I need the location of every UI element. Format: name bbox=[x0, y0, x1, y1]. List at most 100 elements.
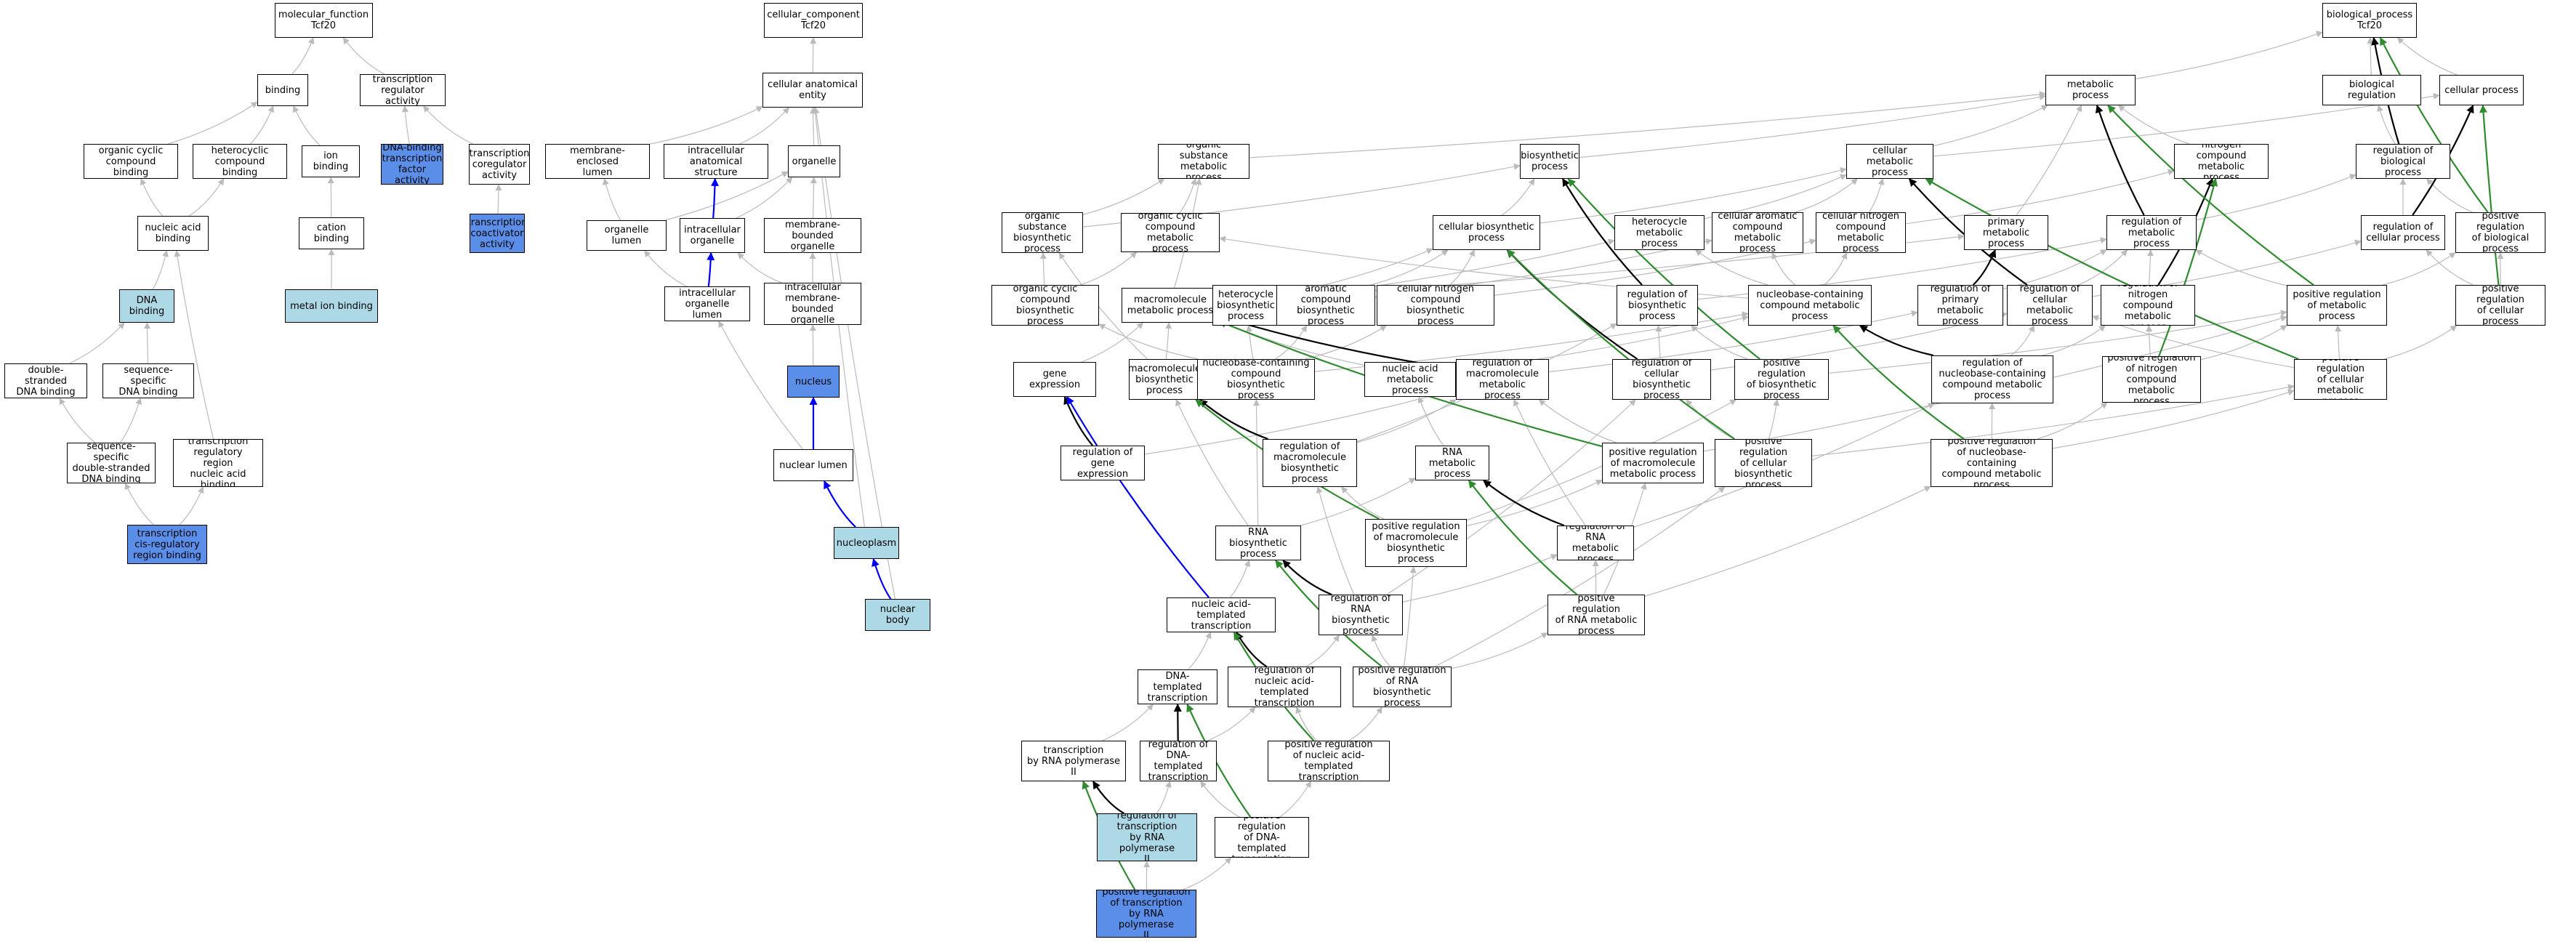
go-term-pos-reg-macro-met[interactable]: positive regulation of macromolecule met… bbox=[1602, 443, 1704, 483]
edge-pos-reg-met-to-reg-met bbox=[2195, 249, 2287, 286]
go-term-pos-reg-cell-met[interactable]: positive regulation of cellular metaboli… bbox=[2294, 359, 2387, 400]
go-term-cell-met[interactable]: cellular metabolic process bbox=[1846, 144, 1933, 179]
go-term-nuc-acid-bind[interactable]: nucleic acid binding bbox=[137, 216, 209, 251]
go-term-bp[interactable]: biological_process Tcf20 bbox=[2322, 3, 2417, 38]
edge-pos-reg-bio-to-reg-bio bbox=[2426, 178, 2473, 213]
go-term-reg-nat[interactable]: regulation of nucleic acid-templated tra… bbox=[1228, 667, 1341, 707]
go-term-macro-met[interactable]: macromolecule metabolic process bbox=[1122, 288, 1219, 323]
go-term-pos-reg-biosyn[interactable]: positive regulation of biosynthetic proc… bbox=[1734, 359, 1829, 400]
go-term-het-bio[interactable]: heterocycle biosynthetic process bbox=[1212, 285, 1279, 326]
go-term-mf[interactable]: molecular_function Tcf20 bbox=[274, 3, 373, 38]
go-term-pos-reg-bio[interactable]: positive regulation of biological proces… bbox=[2455, 212, 2545, 253]
go-term-dbtf[interactable]: DNA-binding transcription factor activit… bbox=[381, 144, 443, 185]
go-term-reg-prim-met[interactable]: regulation of primary metabolic process bbox=[1917, 285, 2003, 326]
go-term-pos-reg-dnat[interactable]: positive regulation of DNA-templated tra… bbox=[1215, 817, 1309, 858]
go-term-mb-org[interactable]: membrane-bounded organelle bbox=[764, 218, 861, 253]
go-term-pos-reg-nbc-met[interactable]: positive regulation of nucleobase-contai… bbox=[1931, 439, 2053, 487]
go-term-cc[interactable]: cellular_component Tcf20 bbox=[764, 3, 863, 38]
go-term-nat[interactable]: nucleic acid-templated transcription bbox=[1167, 597, 1276, 632]
go-term-het-bind[interactable]: heterocyclic compound binding bbox=[193, 144, 287, 179]
go-term-cell-proc[interactable]: cellular process bbox=[2439, 75, 2524, 105]
go-term-pos-reg-nat[interactable]: positive regulation of nucleic acid-temp… bbox=[1268, 741, 1390, 781]
go-term-organelle[interactable]: organelle bbox=[788, 145, 840, 177]
go-term-nucleoplasm[interactable]: nucleoplasm bbox=[834, 527, 899, 559]
go-term-bio-reg[interactable]: biological regulation bbox=[2322, 75, 2421, 105]
edge-osm-to-met bbox=[1249, 91, 2046, 158]
go-term-pos-reg-cell-biosyn[interactable]: positive regulation of cellular biosynth… bbox=[1715, 439, 1812, 487]
go-term-prim-met[interactable]: primary metabolic process bbox=[1964, 215, 2048, 250]
go-term-reg-rna-met[interactable]: regulation of RNA metabolic process bbox=[1557, 526, 1634, 560]
go-term-pos-reg-cell-proc[interactable]: positive regulation of cellular process bbox=[2455, 285, 2545, 326]
go-term-reg-macro-bio[interactable]: regulation of macromolecule biosynthetic… bbox=[1263, 439, 1357, 487]
go-term-dna-bind[interactable]: DNA binding bbox=[119, 289, 174, 323]
go-term-reg-rna-bio[interactable]: regulation of RNA biosynthetic process bbox=[1319, 595, 1403, 635]
go-term-het-met[interactable]: heterocycle metabolic process bbox=[1614, 215, 1704, 250]
go-term-org-lumen[interactable]: organelle lumen bbox=[587, 220, 667, 251]
go-term-nit-met[interactable]: nitrogen compound metabolic process bbox=[2174, 144, 2269, 179]
go-term-macro-bio[interactable]: macromolecule biosynthetic process bbox=[1129, 359, 1200, 400]
go-term-trs-reg[interactable]: transcription regulator activity bbox=[360, 74, 446, 106]
go-term-osm[interactable]: organic substance metabolic process bbox=[1158, 144, 1249, 179]
go-term-ic-mb-org[interactable]: intracellular membrane-bounded organelle bbox=[764, 283, 861, 325]
go-term-rna-bio[interactable]: RNA biosynthetic process bbox=[1215, 526, 1301, 560]
go-term-aro-bio[interactable]: aromatic compound biosynthetic process bbox=[1276, 285, 1375, 326]
go-term-nuc-body[interactable]: nuclear body bbox=[865, 599, 930, 631]
go-term-cnit-met[interactable]: cellular nitrogen compound metabolic pro… bbox=[1816, 212, 1906, 253]
go-term-pos-reg-met[interactable]: positive regulation of metabolic process bbox=[2287, 285, 2387, 326]
go-term-nbc-bio[interactable]: nucleobase-containing compound biosynthe… bbox=[1197, 359, 1315, 400]
go-term-rna-met[interactable]: RNA metabolic process bbox=[1415, 446, 1489, 480]
go-term-ss-dna[interactable]: sequence-specific DNA binding bbox=[102, 363, 194, 398]
go-term-binding[interactable]: binding bbox=[257, 74, 308, 106]
go-term-reg-met[interactable]: regulation of metabolic process bbox=[2106, 215, 2197, 250]
go-term-reg-bio[interactable]: regulation of biological process bbox=[2356, 144, 2450, 179]
go-term-ds-dna[interactable]: double-stranded DNA binding bbox=[4, 363, 87, 398]
go-term-gene-exp[interactable]: gene expression bbox=[1013, 362, 1096, 397]
go-term-trna-bind[interactable]: transcription regulatory region nucleic … bbox=[173, 439, 263, 487]
go-term-tr-pol2[interactable]: transcription by RNA polymerase II bbox=[1021, 741, 1126, 781]
go-term-reg-tr-pol2[interactable]: regulation of transcription by RNA polym… bbox=[1097, 813, 1197, 861]
edge-nucleoplasm-to-nuc-lumen bbox=[824, 480, 856, 528]
go-term-met[interactable]: metabolic process bbox=[2045, 75, 2136, 105]
go-term-mel[interactable]: membrane-enclosed lumen bbox=[545, 144, 650, 179]
go-term-trs-coact[interactable]: transcription coactivator activity bbox=[470, 214, 525, 253]
go-term-tcis[interactable]: transcription cis-regulatory region bind… bbox=[127, 525, 207, 564]
go-term-pos-reg-tr-pol2[interactable]: positive regulation of transcription by … bbox=[1096, 890, 1196, 938]
go-term-cae[interactable]: cellular anatomical entity bbox=[762, 73, 863, 108]
go-term-ias[interactable]: intracellular anatomical structure bbox=[664, 144, 768, 179]
go-term-osb[interactable]: organic substance biosynthetic process bbox=[1002, 212, 1083, 253]
go-term-cation-bind[interactable]: cation binding bbox=[299, 217, 364, 249]
go-term-reg-cell-proc[interactable]: regulation of cellular process bbox=[2361, 215, 2445, 250]
go-term-dnat[interactable]: DNA-templated transcription bbox=[1138, 669, 1217, 704]
edge-nbc-bio-to-aro-bio bbox=[1275, 325, 1308, 360]
go-term-nuc-lumen[interactable]: nuclear lumen bbox=[773, 449, 853, 481]
go-term-ic-org-lumen[interactable]: intracellular organelle lumen bbox=[664, 286, 750, 321]
go-term-reg-dnat[interactable]: regulation of DNA-templated transcriptio… bbox=[1140, 741, 1217, 781]
go-term-occ-met[interactable]: organic cyclic compound metabolic proces… bbox=[1121, 213, 1220, 252]
edge-pos-reg-rna-bio-to-reg-rna-bio bbox=[1371, 635, 1391, 667]
go-term-biosyn[interactable]: biosynthetic process bbox=[1520, 144, 1579, 179]
go-term-ic-org[interactable]: intracellular organelle bbox=[680, 218, 745, 253]
go-term-reg-nit-met[interactable]: regulation of nitrogen compound metaboli… bbox=[2101, 285, 2195, 326]
go-term-pos-reg-rna-met[interactable]: positive regulation of RNA metabolic pro… bbox=[1547, 595, 1645, 635]
go-term-reg-gene-exp[interactable]: regulation of gene expression bbox=[1060, 446, 1145, 480]
go-term-cell-biosyn[interactable]: cellular biosynthetic process bbox=[1433, 215, 1540, 250]
go-term-ssds-dna[interactable]: sequence-specific double-stranded DNA bi… bbox=[67, 443, 156, 483]
go-term-na-met[interactable]: nucleic acid metabolic process bbox=[1364, 362, 1456, 397]
go-term-reg-cell-met[interactable]: regulation of cellular metabolic process bbox=[2007, 285, 2093, 326]
go-term-occ-bio[interactable]: organic cyclic compound biosynthetic pro… bbox=[991, 285, 1099, 326]
go-term-nbc-met[interactable]: nucleobase-containing compound metabolic… bbox=[1748, 285, 1872, 326]
go-term-nucleus[interactable]: nucleus bbox=[787, 366, 840, 398]
go-term-trs-coreg[interactable]: transcription coregulator activity bbox=[469, 144, 530, 185]
go-term-org-cyc-bind[interactable]: organic cyclic compound binding bbox=[84, 144, 178, 179]
go-term-pos-reg-macro-bio[interactable]: positive regulation of macromolecule bio… bbox=[1365, 519, 1467, 567]
go-term-cnit-bio[interactable]: cellular nitrogen compound biosynthetic … bbox=[1377, 285, 1494, 326]
go-term-reg-cell-biosyn[interactable]: regulation of cellular biosynthetic proc… bbox=[1612, 359, 1711, 400]
go-term-pos-reg-rna-bio[interactable]: positive regulation of RNA biosynthetic … bbox=[1353, 667, 1452, 707]
go-term-pos-reg-nit-met[interactable]: positive regulation of nitrogen compound… bbox=[2102, 356, 2201, 403]
go-term-reg-macro-met[interactable]: regulation of macromolecule metabolic pr… bbox=[1456, 359, 1549, 400]
go-term-reg-nbc-met[interactable]: regulation of nucleobase-containing comp… bbox=[1931, 355, 2053, 403]
go-term-metal-bind[interactable]: metal ion binding bbox=[285, 289, 378, 323]
go-term-ion-bind[interactable]: ion binding bbox=[302, 145, 360, 177]
go-term-reg-biosyn[interactable]: regulation of biosynthetic process bbox=[1617, 285, 1698, 326]
go-term-car-met[interactable]: cellular aromatic compound metabolic pro… bbox=[1712, 212, 1803, 253]
